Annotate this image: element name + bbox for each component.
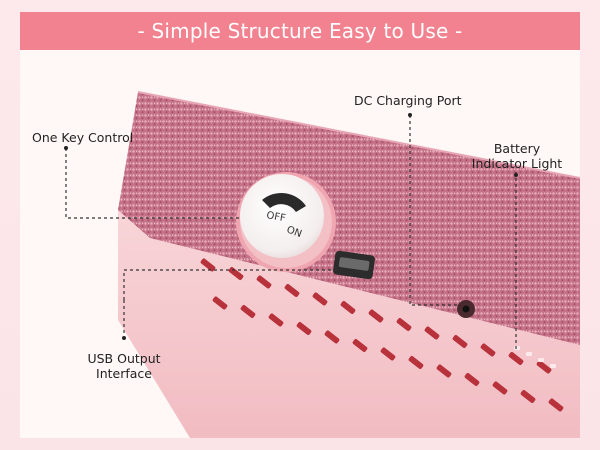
vent-slot bbox=[408, 356, 424, 369]
power-knob: OFF ON bbox=[236, 172, 336, 272]
vent-slot bbox=[492, 381, 508, 395]
product-photo: OFF ON bbox=[20, 50, 580, 438]
glitter-top-surface bbox=[118, 92, 580, 345]
vent-slot bbox=[340, 301, 356, 314]
dc-charging-port-label: DC Charging Port bbox=[354, 93, 462, 108]
vent-slot bbox=[536, 360, 552, 374]
usb-output-line2: Interface bbox=[96, 366, 152, 381]
battery-leds bbox=[514, 346, 556, 368]
vent-slot bbox=[268, 313, 284, 327]
vent-slot bbox=[480, 343, 496, 357]
vent-slot bbox=[452, 335, 468, 348]
vent-slot bbox=[200, 258, 216, 272]
usb-output-label: USB Output Interface bbox=[74, 351, 174, 381]
vent-slot bbox=[352, 339, 368, 352]
vent-slot bbox=[380, 347, 396, 361]
vent-slot bbox=[240, 305, 256, 318]
vent-slot bbox=[368, 309, 384, 323]
vent-slot bbox=[396, 318, 412, 331]
battery-indicator-line1: Battery bbox=[493, 141, 541, 156]
vent-slot bbox=[296, 322, 312, 335]
callout-lines bbox=[65, 115, 517, 352]
vent-slot bbox=[464, 373, 480, 386]
vent-slot bbox=[520, 390, 536, 403]
title-banner: - Simple Structure Easy to Use - bbox=[20, 12, 580, 50]
knob-off-label: OFF bbox=[265, 210, 286, 224]
battery-indicator-line2: Indicator Light bbox=[471, 156, 563, 171]
vent-slot bbox=[324, 330, 340, 344]
vent-slot bbox=[436, 364, 452, 378]
vent-slot bbox=[256, 275, 272, 289]
usb-port bbox=[333, 250, 375, 280]
vent-slot bbox=[424, 326, 440, 340]
one-key-control-label: One Key Control bbox=[32, 130, 134, 145]
banner-title: - Simple Structure Easy to Use - bbox=[137, 19, 463, 43]
vent-slot bbox=[508, 352, 524, 365]
dc-port bbox=[457, 300, 475, 318]
usb-output-line1: USB Output bbox=[87, 351, 161, 366]
vent-slot bbox=[548, 398, 564, 412]
vent-slot bbox=[312, 292, 328, 306]
vent-slot bbox=[284, 284, 300, 297]
vent-slot bbox=[212, 296, 228, 310]
knob-on-label: ON bbox=[285, 224, 303, 240]
battery-indicator-label: Battery Indicator Light bbox=[462, 141, 572, 171]
